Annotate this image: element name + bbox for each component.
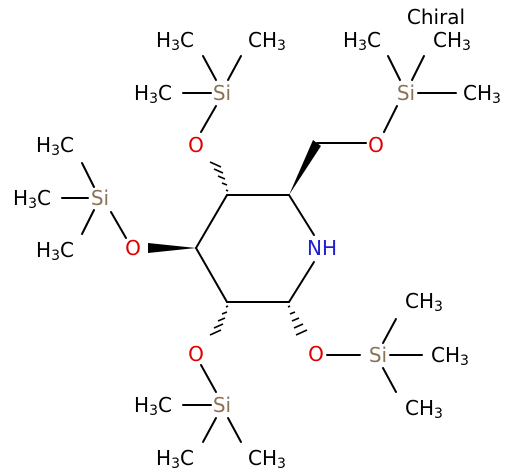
atom-si-topright: Si: [397, 81, 415, 105]
bond-o-si-bottom: [200, 364, 217, 393]
atom-o-right: O: [308, 342, 324, 366]
atom-o-left: O: [125, 236, 141, 260]
methyl-ch3: CH3: [405, 289, 443, 315]
atom-labels: NH O O O O O Si Si Si Si Si: [91, 81, 415, 417]
wedge-bond-c3-ch2: [289, 140, 321, 195]
atom-nh: NH: [307, 236, 337, 260]
methyl-ch3: CH3: [405, 396, 443, 422]
atom-si-bottom: Si: [213, 393, 231, 417]
hashed-bond-c2-o: [209, 161, 229, 192]
atom-o-topright: O: [368, 133, 384, 157]
methyl-ch3: CH3: [431, 343, 469, 369]
methyl-h3c: H3C: [134, 393, 172, 419]
bond-o-si-topright: [383, 105, 398, 133]
methyl-h3c: H3C: [13, 186, 51, 212]
wedge-bond-c6-o: [148, 243, 196, 253]
methyl-h3c: H3C: [156, 28, 194, 54]
atom-si-top: Si: [213, 81, 231, 105]
bond-c6-c2: [195, 194, 228, 249]
bond-c5-c6: [195, 247, 228, 303]
atom-si-right: Si: [369, 343, 387, 367]
hashed-bond-c4-o: [287, 305, 308, 336]
methyl-h3c: H3C: [343, 28, 381, 54]
substituent-bonds: [110, 105, 398, 393]
methyl-h3c: H3C: [36, 238, 74, 264]
methyl-ch3: CH3: [463, 81, 501, 107]
methyl-ch3: CH3: [433, 28, 471, 54]
methyl-h3c: H3C: [156, 446, 194, 472]
bond-o-si-left: [110, 211, 127, 239]
methyl-labels: H3C CH3 H3C H3C CH3 CH3 H3C H3C H3C H3C …: [13, 28, 501, 472]
bond-c3-n: [288, 194, 315, 236]
atom-o-top: O: [188, 133, 204, 157]
atom-o-bottom: O: [188, 342, 204, 366]
hashed-bond-c5-o: [209, 305, 229, 336]
bond-n-c4: [288, 261, 315, 303]
ring-bonds: [195, 194, 315, 303]
bond-o-si-top: [200, 105, 217, 133]
methyl-h3c: H3C: [134, 81, 172, 107]
methyl-ch3: CH3: [248, 446, 286, 472]
atom-si-left: Si: [91, 186, 109, 210]
methyl-bonds: [61, 55, 457, 443]
methyl-h3c: H3C: [36, 133, 74, 159]
chiral-label: Chiral: [407, 5, 465, 29]
methyl-ch3: CH3: [248, 28, 286, 54]
